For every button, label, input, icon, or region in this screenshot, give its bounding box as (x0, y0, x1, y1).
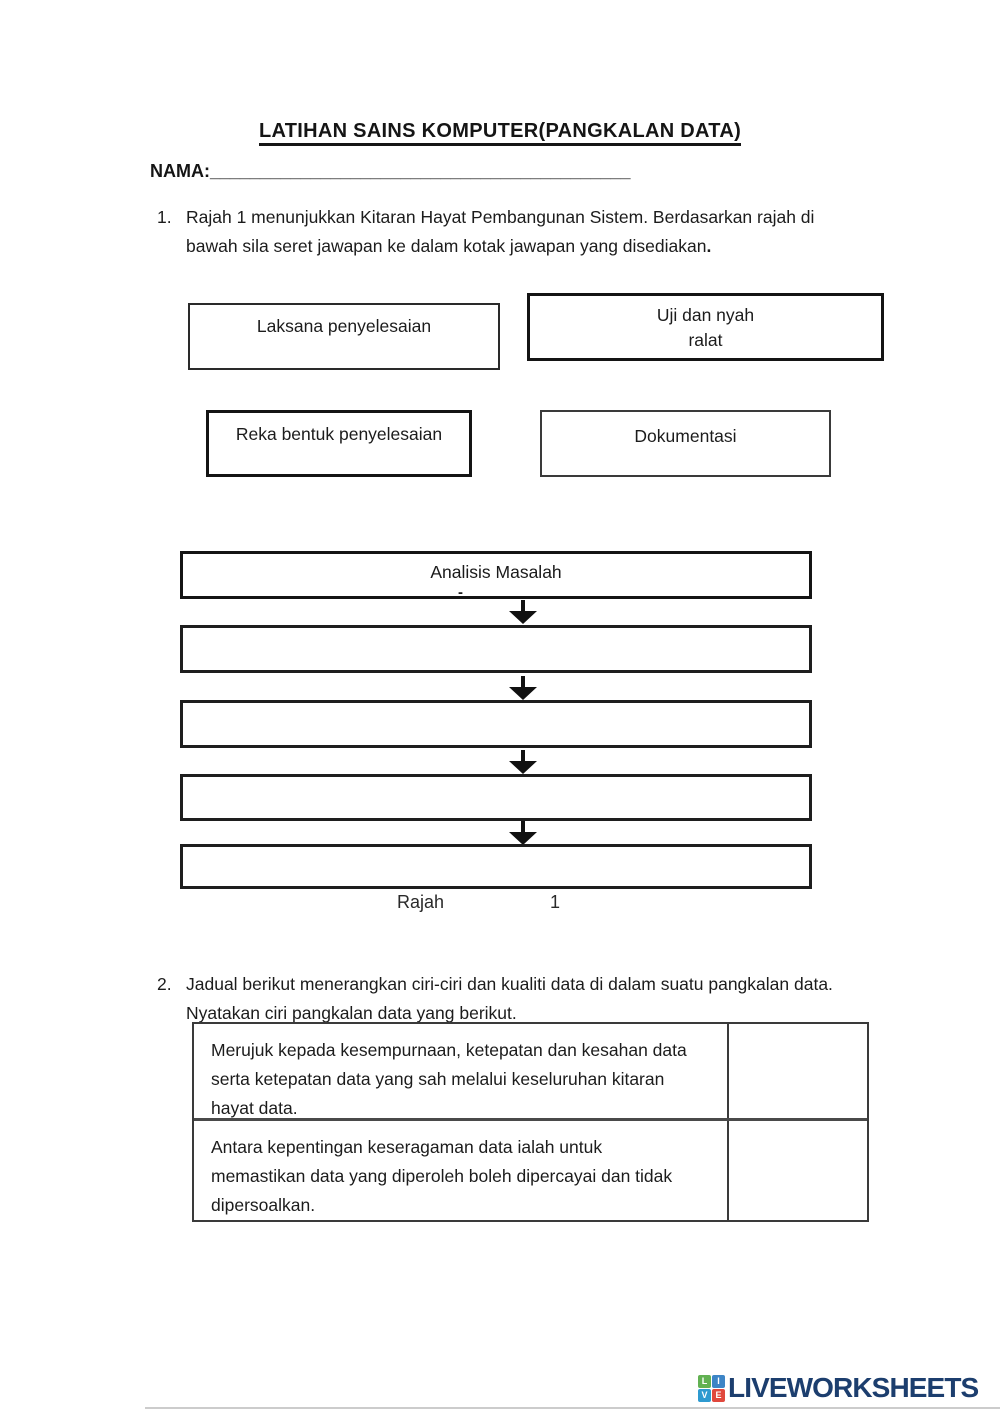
name-blank-line: ________________________________________… (210, 161, 631, 181)
question-2-line-2: Nyatakan ciri pangkalan data yang beriku… (186, 1003, 517, 1023)
flowchart-drop-box-1[interactable] (180, 625, 812, 673)
table-row-2-line-3: dipersoalkan. (211, 1195, 316, 1215)
drag-option-dokumentasi[interactable]: Dokumentasi (540, 410, 831, 477)
drag-option-reka-bentuk-penyelesaian[interactable]: Reka bentuk penyelesaian (206, 410, 472, 477)
table-answer-cell[interactable] (729, 1024, 867, 1118)
question-2-number: 2. (157, 974, 172, 994)
question-1-number: 1. (157, 207, 172, 227)
liveworksheets-brand-text: LIVEWORKSHEETS (728, 1372, 979, 1403)
logo-square-l: L (698, 1374, 711, 1388)
name-label: NAMA: (150, 161, 210, 181)
flowchart-box-label: Analisis Masalah (430, 562, 562, 582)
liveworksheets-logo: L I V E LIVEWORKSHEETS (698, 1372, 979, 1404)
table-row-1-line-1: Merujuk kepada kesempurnaan, ketepatan d… (211, 1040, 687, 1060)
table-description-cell: Antara kepentingan keseragaman data iala… (194, 1121, 729, 1220)
question-1-line-2: bawah sila seret jawapan ke dalam kotak … (186, 236, 707, 256)
flowchart-box-analisis-masalah: Analisis Masalah (180, 551, 812, 599)
page-title: LATIHAN SAINS KOMPUTER(PANGKALAN DATA) (258, 120, 742, 146)
table-answer-cell[interactable] (729, 1121, 867, 1220)
table-row: Merujuk kepada kesempurnaan, ketepatan d… (194, 1024, 867, 1118)
drag-option-label-line-2: ralat (688, 330, 723, 350)
logo-square-i: I (712, 1374, 725, 1388)
logo-square-v: V (698, 1388, 711, 1402)
drag-option-label: Dokumentasi (634, 426, 737, 446)
table-description-cell: Merujuk kepada kesempurnaan, ketepatan d… (194, 1024, 729, 1118)
drag-option-label: Reka bentuk penyelesaian (235, 424, 443, 444)
drag-option-uji-dan-nyah-ralat[interactable]: Uji dan nyah ralat (527, 293, 884, 361)
page-bottom-divider (145, 1407, 1000, 1409)
liveworksheets-logo-icon: L I V E (698, 1374, 725, 1402)
question-2-text: Jadual berikut menerangkan ciri-ciri dan… (186, 970, 886, 1028)
drag-option-laksana-penyelesaian[interactable]: Laksana penyelesaian (188, 303, 500, 370)
question-2-line-1: Jadual berikut menerangkan ciri-ciri dan… (186, 974, 833, 994)
question-1-text: Rajah 1 menunjukkan Kitaran Hayat Pemban… (186, 203, 886, 261)
question-1: 1. Rajah 1 menunjukkan Kitaran Hayat Pem… (157, 203, 886, 261)
flowchart-drop-box-2[interactable] (180, 700, 812, 748)
table-row-1-line-3: hayat data. (211, 1098, 298, 1118)
down-arrow-icon (509, 821, 537, 845)
title-row: LATIHAN SAINS KOMPUTER(PANGKALAN DATA) (0, 120, 1000, 146)
down-arrow-icon (509, 600, 537, 624)
flowchart-drop-box-4[interactable] (180, 844, 812, 889)
figure-caption-number: 1 (550, 892, 561, 912)
stray-dash-mark: - (458, 584, 463, 601)
down-arrow-icon (509, 750, 537, 774)
logo-square-e: E (712, 1388, 725, 1402)
down-arrow-icon (509, 676, 537, 700)
drag-option-label: Laksana penyelesaian (256, 316, 432, 336)
drag-option-label-line-1: Uji dan nyah (656, 305, 755, 325)
question-1-line-1: Rajah 1 menunjukkan Kitaran Hayat Pemban… (186, 207, 815, 227)
flowchart-drop-box-3[interactable] (180, 774, 812, 821)
name-field: NAMA:___________________________________… (150, 161, 630, 182)
figure-caption-label: Rajah (397, 892, 445, 912)
characteristics-table: Merujuk kepada kesempurnaan, ketepatan d… (192, 1022, 869, 1222)
table-row-2-line-2: memastikan data yang diperoleh boleh dip… (211, 1166, 673, 1186)
table-row: Antara kepentingan keseragaman data iala… (194, 1118, 867, 1220)
table-row-1-line-2: serta ketepatan data yang sah melalui ke… (211, 1069, 665, 1089)
table-row-2-line-1: Antara kepentingan keseragaman data iala… (211, 1137, 603, 1157)
question-1-period: . (706, 236, 712, 256)
question-2: 2. Jadual berikut menerangkan ciri-ciri … (157, 970, 886, 1028)
